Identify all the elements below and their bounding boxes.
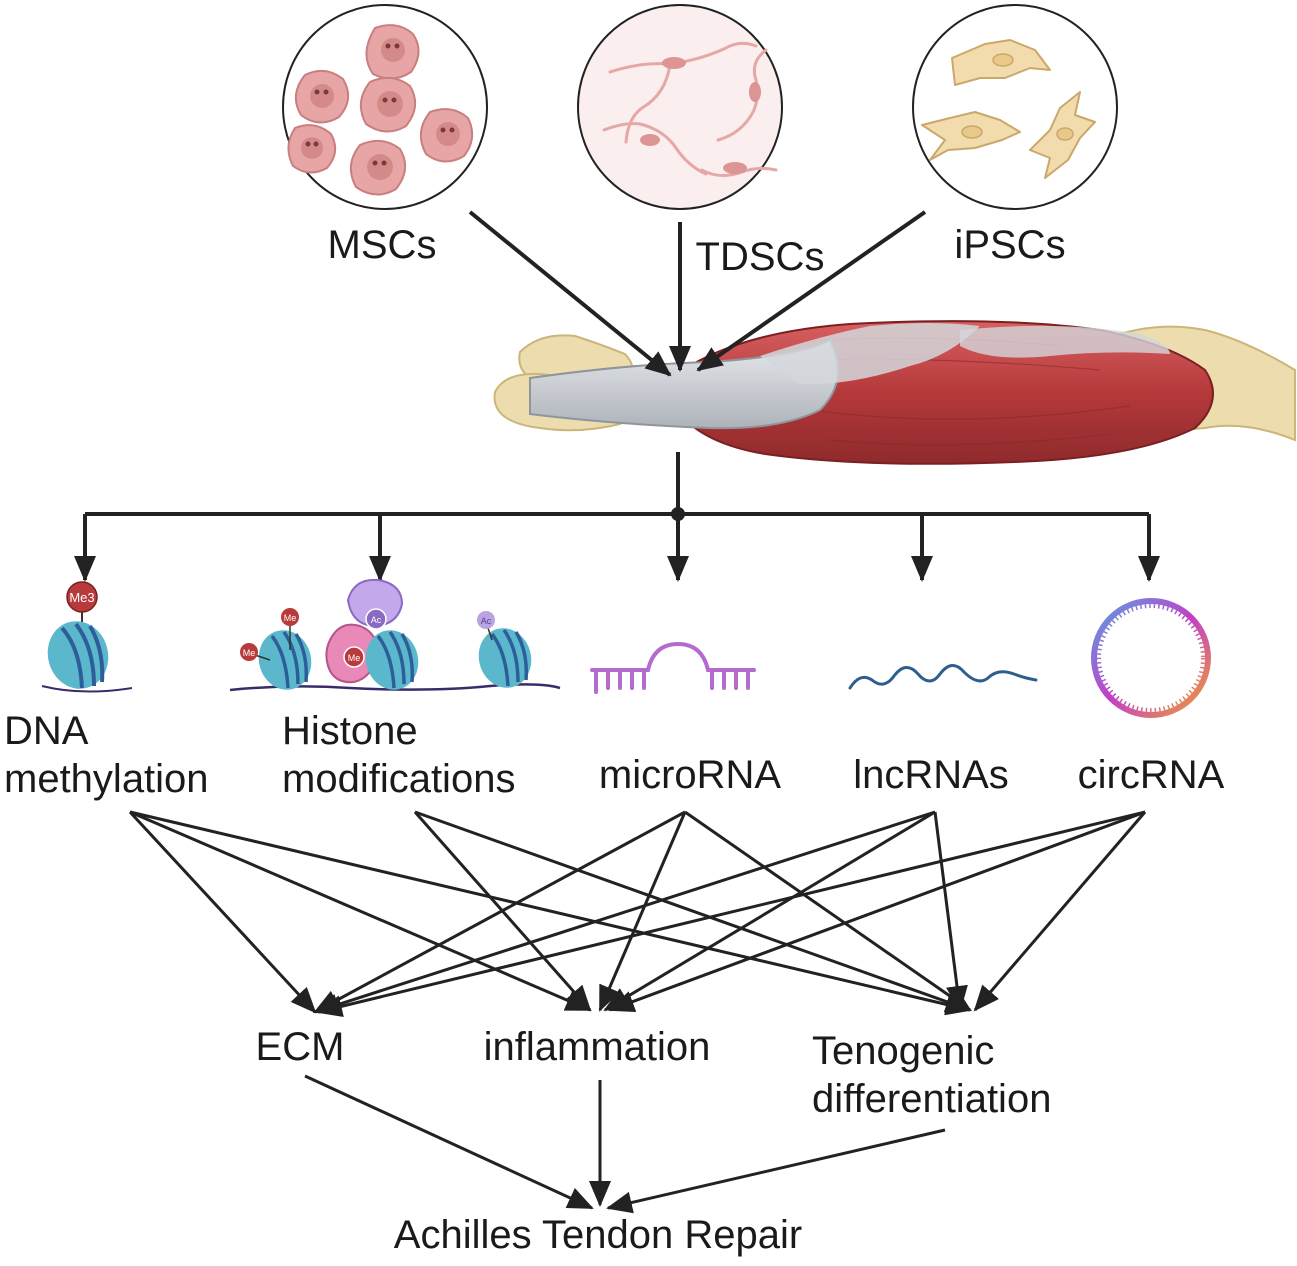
circrna-label: circRNA [1077, 753, 1225, 797]
circrna-icon [1091, 598, 1211, 718]
microrna-label: microRNA [598, 753, 782, 797]
junction-dot [671, 507, 685, 521]
tdsc-cells-illustration [577, 4, 783, 210]
calf-muscle-tendon-illustration [493, 320, 1296, 465]
ac-mark-label-2: Ac [481, 616, 492, 626]
lncrna-label: lncRNAs [853, 753, 1009, 797]
dna-methylation-label-line1: DNA [4, 709, 89, 753]
histone-modifications-label-line2: modifications [282, 757, 516, 801]
me-mark-label-3: Me [348, 653, 361, 663]
dna-methylation-label-line2: methylation [4, 757, 209, 801]
histone-modifications-icon: Me Me Me Ac Ac [229, 578, 561, 692]
mechanism-to-process-arrows [128, 810, 1147, 1018]
me-mark-label-2: Me [243, 648, 256, 658]
msc-cells-illustration [282, 4, 488, 210]
tenogenic-label-line1: Tenogenic [812, 1029, 995, 1073]
process-to-outcome-arrows [304, 1074, 946, 1214]
tdsc-label: TDSCs [695, 235, 825, 279]
stem-cell-arrows [468, 210, 927, 377]
histone-modifications-label-line1: Histone [282, 709, 418, 753]
dna-methylation-icon: Me3 [41, 581, 133, 693]
inflammation-label: inflammation [483, 1025, 711, 1069]
msc-label: MSCs [327, 223, 437, 267]
tenogenic-label-line2: differentiation [812, 1077, 1052, 1121]
outcome-label: Achilles Tendon Repair [393, 1213, 803, 1257]
ipsc-label: iPSCs [954, 223, 1066, 267]
ecm-label: ECM [255, 1025, 345, 1069]
ac-mark-label-1: Ac [371, 615, 382, 625]
ipsc-cells-illustration [912, 4, 1118, 210]
me3-mark-label: Me3 [69, 590, 94, 605]
me-mark-label-1: Me [284, 613, 297, 623]
branching-connector [74, 452, 1160, 582]
lncrna-icon [848, 664, 1038, 690]
microrna-icon [590, 641, 756, 694]
